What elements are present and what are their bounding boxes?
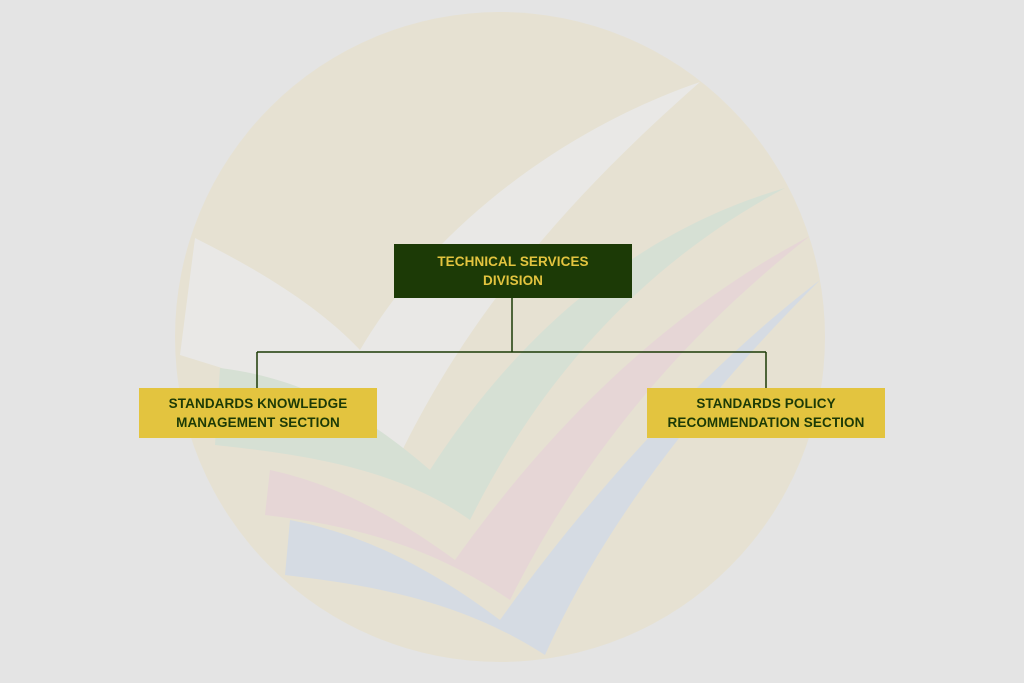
- division-title-line1: TECHNICAL SERVICES: [437, 254, 589, 269]
- section-left-line2: MANAGEMENT SECTION: [176, 415, 340, 430]
- section-left-line1: STANDARDS KNOWLEDGE: [168, 396, 348, 411]
- section-right-line2: RECOMMENDATION SECTION: [667, 415, 865, 430]
- section-right-line1: STANDARDS POLICY: [696, 396, 836, 411]
- division-title-line2: DIVISION: [482, 273, 544, 288]
- division-box-technical-services: TECHNICAL SERVICES DIVISION: [394, 244, 632, 298]
- section-box-standards-knowledge-management: STANDARDS KNOWLEDGE MANAGEMENT SECTION: [139, 388, 377, 438]
- section-box-standards-policy-recommendation: STANDARDS POLICY RECOMMENDATION SECTION: [647, 388, 885, 438]
